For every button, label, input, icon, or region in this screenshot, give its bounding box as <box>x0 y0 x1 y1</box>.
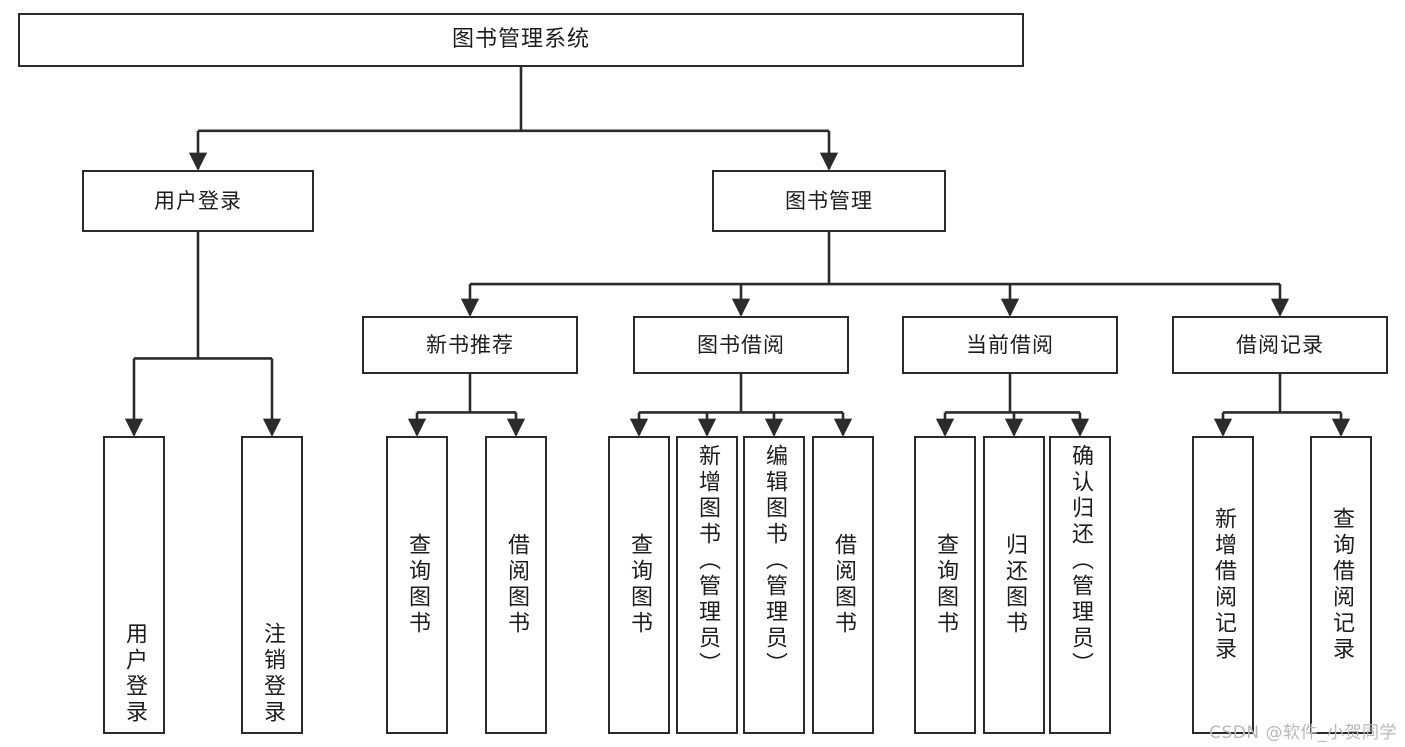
node-label: 图书借阅 <box>697 332 785 357</box>
node-label: 查询图书 <box>933 533 958 637</box>
node-borrow_record: 借阅记录 <box>1172 316 1388 374</box>
node-label: 新增借阅记录 <box>1211 507 1236 663</box>
node-leaf_add_record: 新增借阅记录 <box>1192 436 1254 734</box>
node-label: 借阅图书 <box>831 533 856 637</box>
node-label: 查询图书 <box>405 533 430 637</box>
node-new_book_rec: 新书推荐 <box>362 316 578 374</box>
node-label: 新增图书（管理员） <box>695 444 720 678</box>
node-label: 用户登录 <box>122 622 147 726</box>
node-leaf_user_logout: 注销登录 <box>241 436 303 734</box>
node-label: 新书推荐 <box>426 332 514 357</box>
node-leaf_edit_book: 编辑图书（管理员） <box>743 436 805 734</box>
node-leaf_add_book: 新增图书（管理员） <box>676 436 738 734</box>
node-leaf_query_book_2: 查询图书 <box>608 436 670 734</box>
node-label: 图书管理 <box>785 188 873 213</box>
node-label: 借阅记录 <box>1236 332 1324 357</box>
node-user_login: 用户登录 <box>82 170 314 232</box>
node-book_manage: 图书管理 <box>712 170 946 232</box>
node-book_borrow: 图书借阅 <box>633 316 849 374</box>
node-label: 编辑图书（管理员） <box>762 444 787 678</box>
node-leaf_borrow_book_1: 借阅图书 <box>485 436 547 734</box>
node-leaf_borrow_book_2: 借阅图书 <box>812 436 874 734</box>
node-leaf_confirm_return: 确认归还（管理员） <box>1049 436 1111 734</box>
node-label: 图书管理系统 <box>451 27 590 53</box>
node-label: 归还图书 <box>1002 533 1027 637</box>
node-label: 借阅图书 <box>504 533 529 637</box>
node-root: 图书管理系统 <box>18 13 1024 67</box>
node-leaf_query_book_3: 查询图书 <box>914 436 976 734</box>
node-label: 用户登录 <box>154 188 242 213</box>
node-leaf_query_book_1: 查询图书 <box>386 436 448 734</box>
node-leaf_return_book: 归还图书 <box>983 436 1045 734</box>
node-current_borrow: 当前借阅 <box>902 316 1118 374</box>
node-label: 查询图书 <box>627 533 652 637</box>
node-label: 查询借阅记录 <box>1329 507 1354 663</box>
node-label: 注销登录 <box>260 622 285 726</box>
node-leaf_user_login: 用户登录 <box>103 436 165 734</box>
node-leaf_query_record: 查询借阅记录 <box>1310 436 1372 734</box>
node-label: 确认归还（管理员） <box>1068 444 1093 678</box>
node-label: 当前借阅 <box>966 332 1054 357</box>
